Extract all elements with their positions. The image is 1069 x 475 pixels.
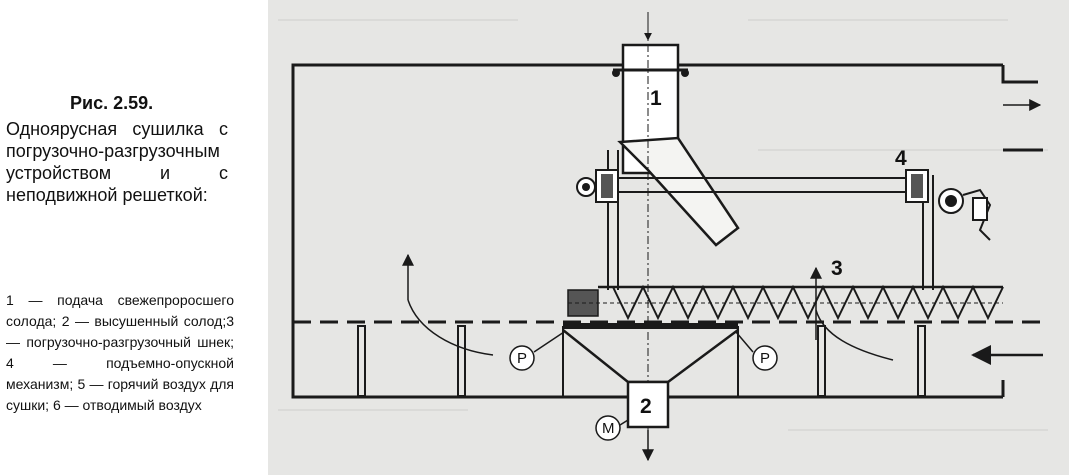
dryer-diagram: 1 2 3 4 P P M — [278, 12, 1048, 462]
auger — [567, 284, 1004, 321]
airflow-arrows — [402, 99, 1043, 462]
figure-title: Рис. 2.59. — [70, 93, 154, 113]
label-1: 1 — [650, 87, 662, 110]
label-4: 4 — [895, 147, 907, 170]
label-motor: M — [602, 420, 615, 437]
figure-subtitle: Одноярусная сушилка с погрузочно-разгруз… — [6, 119, 228, 205]
label-p-left: P — [517, 350, 527, 367]
pressure-sensor-right — [735, 331, 778, 371]
discharge-hopper — [562, 323, 739, 429]
right-carriage — [905, 169, 992, 241]
pressure-sensor-left — [509, 331, 565, 371]
label-2: 2 — [640, 395, 652, 418]
floor-supports — [357, 325, 926, 397]
feed-chute — [613, 43, 740, 247]
motor-symbol — [595, 415, 629, 441]
label-3: 3 — [831, 257, 843, 280]
left-carriage — [576, 169, 619, 203]
diagram-panel: 1 2 3 4 P P M — [268, 0, 1069, 475]
label-p-right: P — [760, 350, 770, 367]
caption-panel: Рис. 2.59. Одноярусная сушилка с погрузо… — [0, 0, 262, 475]
background-texture — [278, 19, 1048, 431]
figure-legend: 1 — подача свежепроросшего солода; 2 — в… — [6, 292, 234, 413]
feed-chute-clamps — [612, 69, 689, 77]
